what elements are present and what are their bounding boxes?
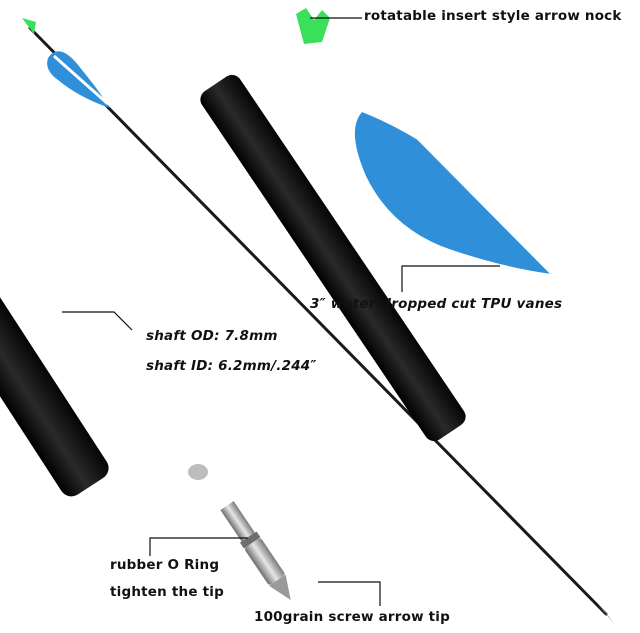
screw-tip bbox=[220, 501, 291, 601]
tip-point-icon bbox=[269, 574, 291, 601]
tip-label: 100grain screw arrow tip bbox=[254, 609, 450, 625]
nock-closeup bbox=[200, 8, 561, 442]
vanes-label: 3″ water-dropped cut TPU vanes bbox=[310, 296, 563, 312]
full-arrow-nock-icon bbox=[22, 18, 36, 34]
shaft-id-label: shaft ID: 6.2mm/.244″ bbox=[146, 358, 317, 374]
shaft-closeup bbox=[0, 249, 208, 497]
tip-thread bbox=[220, 501, 255, 542]
closeup-shaft bbox=[200, 74, 466, 442]
nock-label: rotatable insert style arrow nock bbox=[364, 8, 622, 24]
vanes-leader bbox=[401, 265, 500, 292]
closeup-vane-white bbox=[367, 79, 561, 275]
oring-label: rubber O Ring bbox=[110, 557, 220, 573]
closeup-nock-icon bbox=[296, 8, 330, 44]
tip-oring bbox=[239, 531, 261, 549]
closeup-vane-blue bbox=[354, 112, 552, 274]
od-leader bbox=[62, 311, 133, 331]
closeup-shaft-segment bbox=[0, 249, 109, 497]
leader-lines bbox=[62, 17, 500, 606]
shaft-end-cap bbox=[188, 464, 208, 480]
tighten-label: tighten the tip bbox=[110, 584, 224, 600]
shaft-od-label: shaft OD: 7.8mm bbox=[146, 328, 278, 344]
full-arrow-tip-icon bbox=[598, 604, 614, 624]
full-arrow-shaft bbox=[28, 26, 608, 616]
full-arrow bbox=[22, 18, 614, 624]
tip-leader bbox=[318, 581, 381, 606]
oring-leader bbox=[149, 537, 248, 556]
full-arrow-vane-white bbox=[53, 54, 109, 106]
tip-body bbox=[245, 538, 285, 585]
